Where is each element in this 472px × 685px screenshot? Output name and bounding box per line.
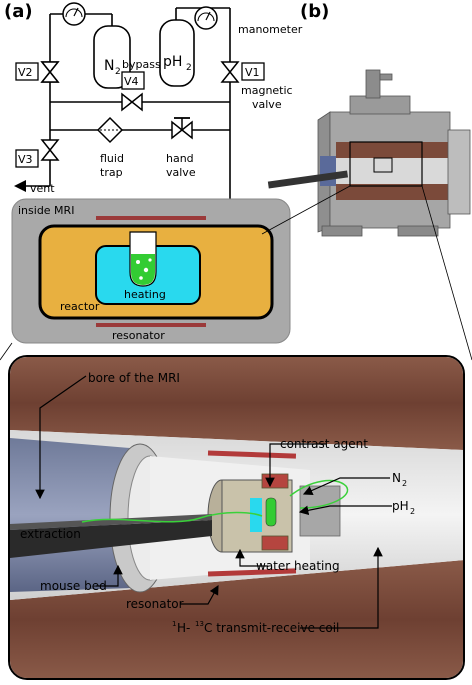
test-tube-icon bbox=[129, 231, 157, 287]
water-heating-label: water heating bbox=[256, 559, 340, 573]
extraction-label: extraction bbox=[20, 527, 81, 541]
ph2-sub: 2 bbox=[410, 507, 415, 516]
valves bbox=[40, 61, 240, 161]
n2-sub: 2 bbox=[402, 479, 407, 488]
fluid-trap-icon bbox=[96, 116, 124, 144]
inside-mri-label: inside MRI bbox=[18, 204, 74, 217]
mouse-bed-label: mouse bed bbox=[40, 579, 107, 593]
bypass-label: bypass bbox=[122, 58, 161, 71]
hand-valve-label-1: hand bbox=[166, 152, 194, 165]
svg-text:1: 1 bbox=[172, 620, 176, 628]
resonator-label-a: resonator bbox=[112, 329, 165, 342]
resonator-bar-bottom bbox=[96, 323, 206, 327]
manometer-right-icon bbox=[194, 6, 218, 30]
manometer-label: manometer bbox=[238, 23, 303, 36]
heating-label: heating bbox=[124, 288, 166, 301]
valve-v2-label: V2 bbox=[18, 66, 33, 79]
detail-arrows bbox=[35, 375, 392, 629]
bore-label: bore of the MRI bbox=[88, 371, 180, 385]
svg-text:C transmit-receive coil: C transmit-receive coil bbox=[204, 621, 339, 635]
magnetic-valve-label-1: magnetic bbox=[241, 84, 293, 97]
resonator-bar-top bbox=[96, 216, 206, 220]
detail-view bbox=[8, 355, 465, 680]
svg-text:13: 13 bbox=[195, 620, 204, 628]
n2-cylinder-sub: 2 bbox=[115, 67, 121, 77]
valve-v4-label: V4 bbox=[124, 75, 139, 88]
n2-cylinder-label: N bbox=[104, 58, 114, 74]
vent-arrow bbox=[14, 180, 26, 192]
ph2-cylinder: pH 2 bbox=[159, 19, 195, 87]
ph2-cylinder-label: pH bbox=[163, 54, 182, 70]
ph2-label: pH bbox=[392, 499, 409, 513]
zoom-line-a bbox=[0, 342, 13, 361]
panel-b-letter: (b) bbox=[300, 1, 329, 22]
resonator-label-detail: resonator bbox=[126, 597, 184, 611]
svg-text:H-: H- bbox=[177, 621, 190, 635]
manometer-left-icon bbox=[62, 2, 86, 26]
fluid-trap-label-2: trap bbox=[100, 166, 123, 179]
valve-v1-label: V1 bbox=[245, 66, 260, 79]
zoom-line-right bbox=[421, 185, 472, 361]
mri-scanner-illustration bbox=[267, 69, 471, 237]
reactor-label: reactor bbox=[60, 300, 100, 313]
ph2-cylinder-sub: 2 bbox=[186, 63, 192, 73]
panel-a-letter: (a) bbox=[4, 1, 33, 22]
coil-label: 1 H- 13 C transmit-receive coil bbox=[172, 620, 339, 635]
fluid-trap-label-1: fluid bbox=[100, 152, 124, 165]
zoom-line-left bbox=[261, 185, 351, 235]
valve-v3-label: V3 bbox=[18, 153, 33, 166]
hand-valve-label-2: valve bbox=[166, 166, 196, 179]
contrast-agent-label: contrast agent bbox=[280, 437, 368, 451]
n2-cylinder: N 2 bbox=[93, 25, 131, 89]
valve-label-boxes bbox=[15, 62, 265, 168]
n2-label: N bbox=[392, 471, 401, 485]
magnetic-valve-label-2: valve bbox=[252, 98, 282, 111]
vent-label: vent bbox=[30, 182, 55, 195]
